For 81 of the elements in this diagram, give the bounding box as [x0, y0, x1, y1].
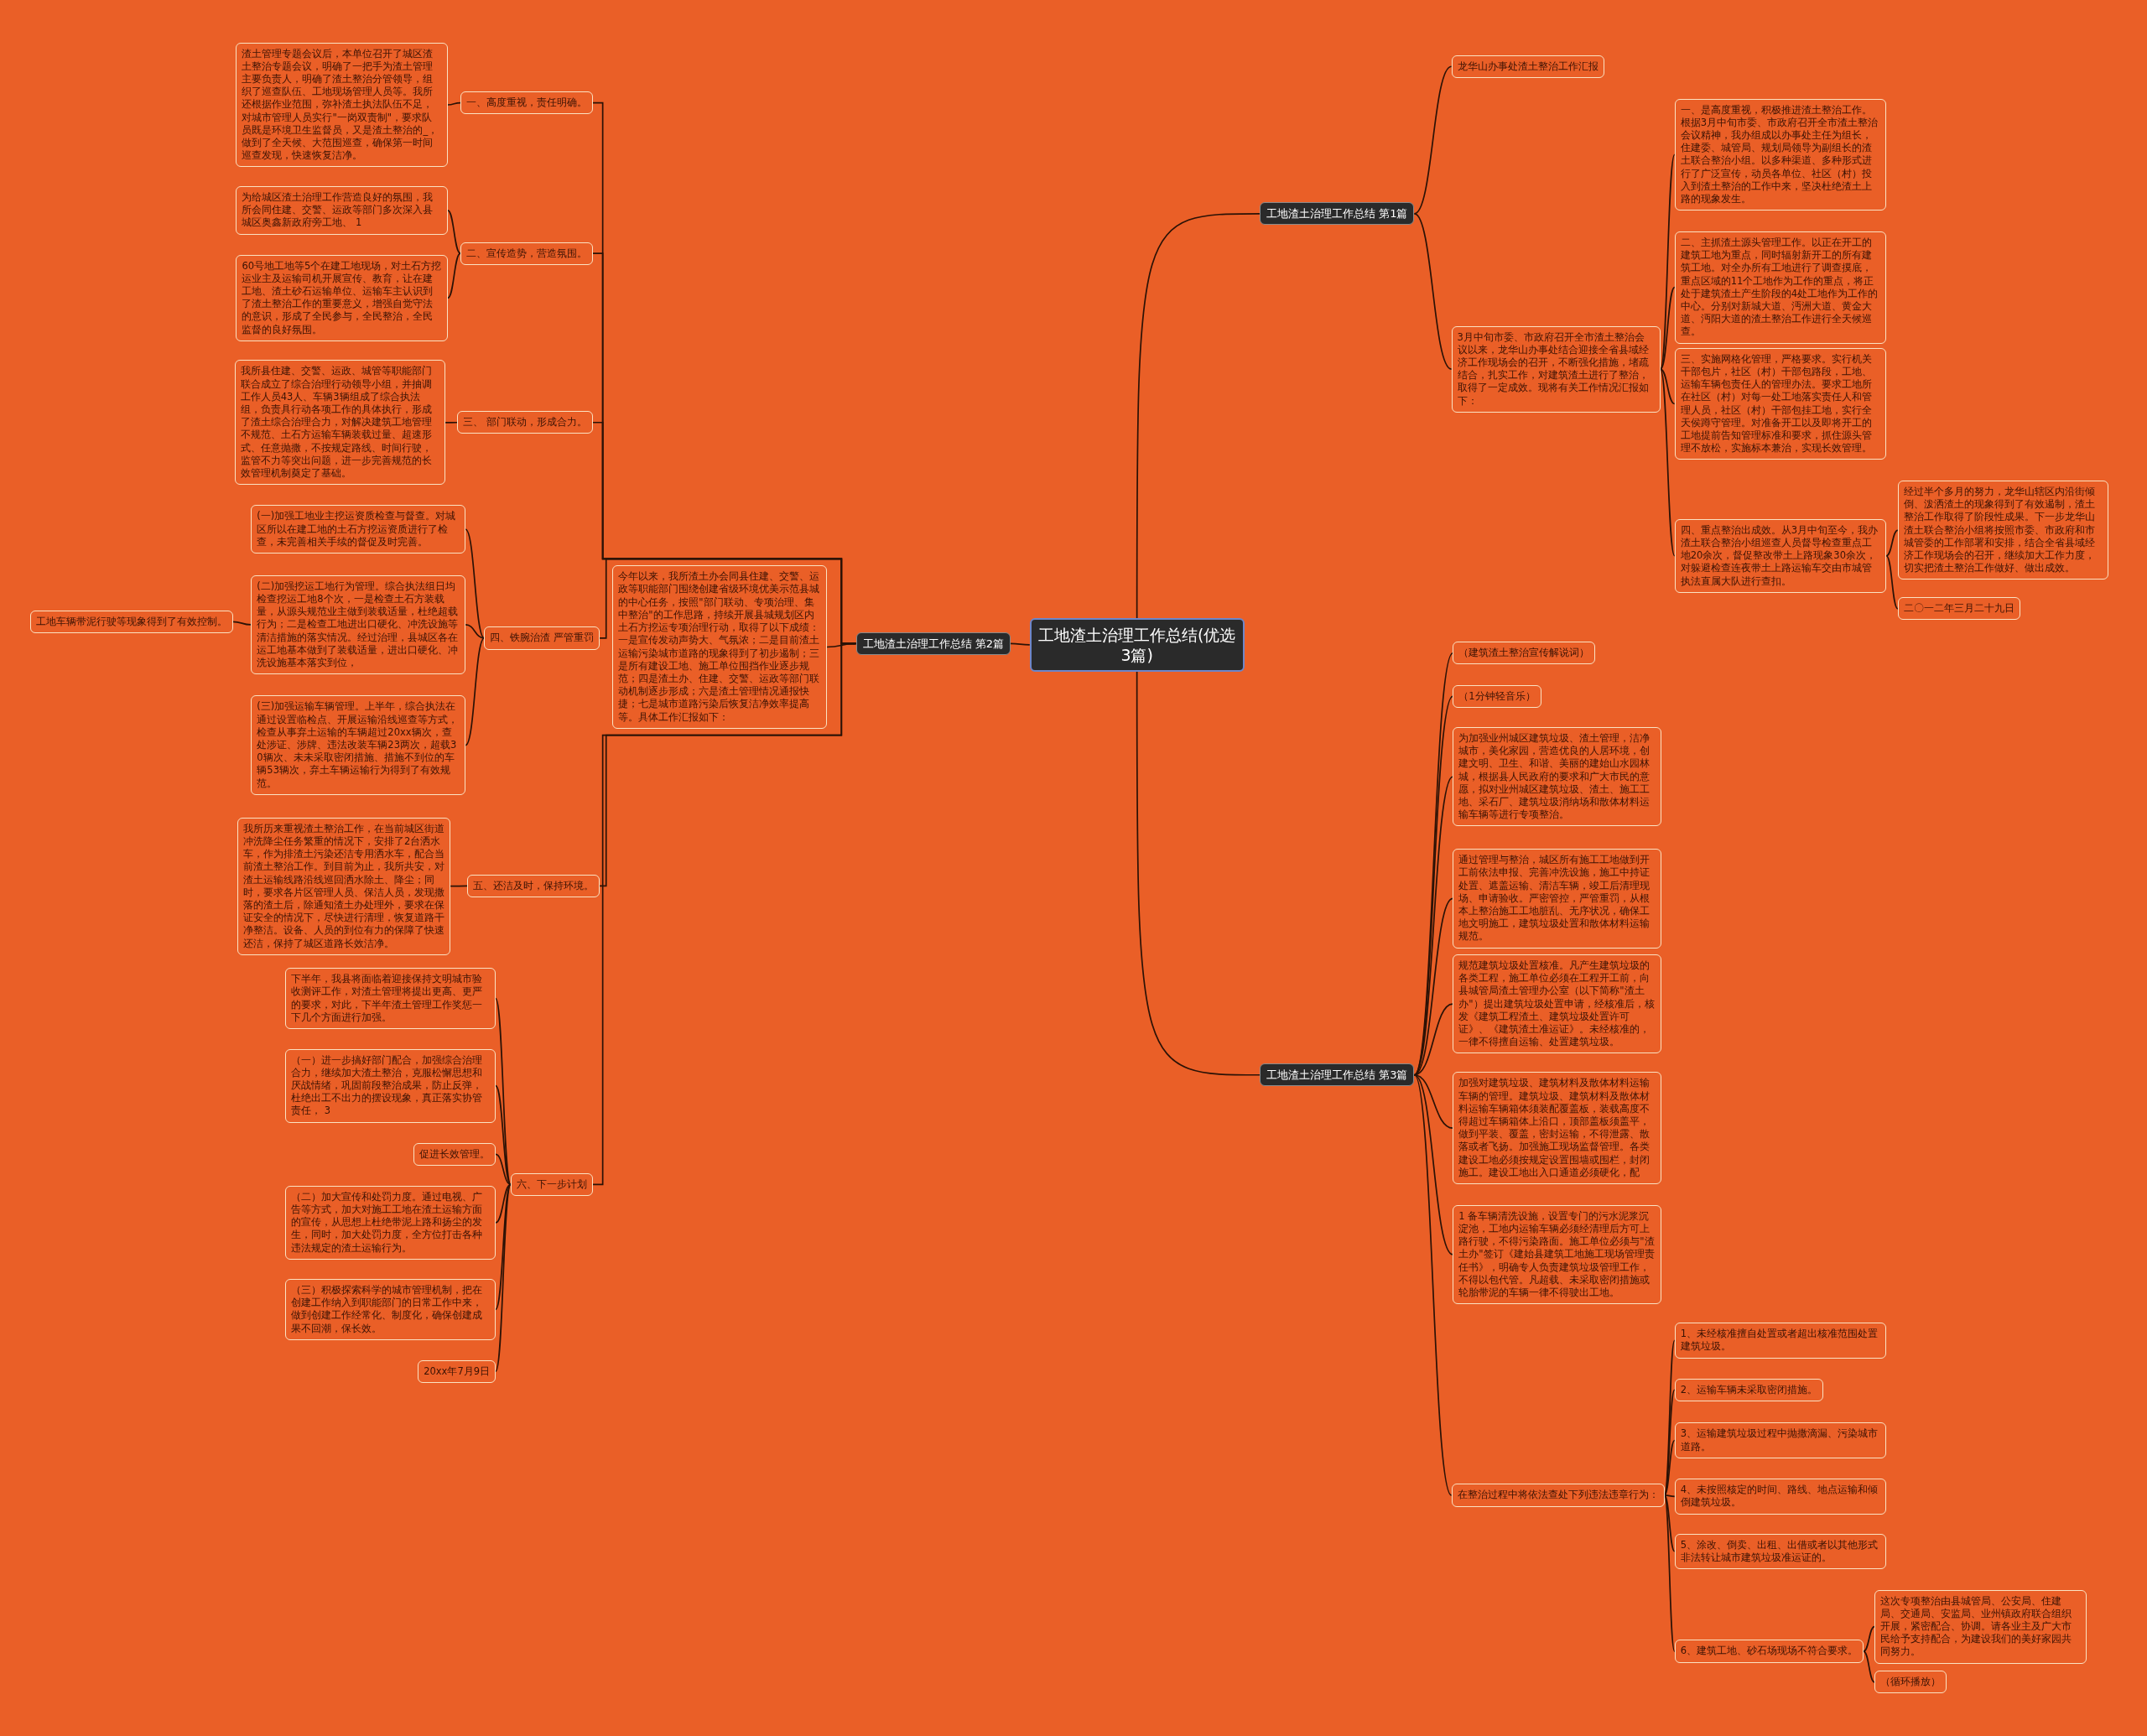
connector-line — [592, 642, 857, 1186]
text-node: 60号地工地等5个在建工地现场，对土石方挖运业主及运输司机开展宣传、教育，让在建工地、渣土砂石运输单位、运输车主认识到了渣土整治工作的重要意义，增强自觉守法的意识，形成了全民参与，全民整治，全民监督的良好氛围。 — [236, 254, 448, 341]
connector-line — [495, 1153, 512, 1186]
branch-topic: 工地渣土治理工作总结 第1篇 — [1260, 202, 1415, 226]
text-node: 二、主抓渣土源头管理工作。以正在开工的建筑工地为重点，同时辐射新开工的所有建筑工地。对全办所有工地进行了调查摸底，重点区域的11个工地作为工作的重点，将正处于建筑渣土产生阶段的4处工地作为工作的中心。分别对新城大道、沔洲大道、黄金大道、沔阳大道的渣土整治工作进行全天候巡查。 — [1674, 231, 1887, 344]
connector-line — [465, 637, 486, 746]
connector-line — [1660, 368, 1676, 405]
text-node: 四、重点整治出成效。从3月中旬至今，我办渣土联合整治小组巡查人员督导检查重点工地20余次，督促整改带土上路现象30余次，对躲避检查连夜带土上路运输车交由市城管执法直属大队进行查扣。 — [1674, 518, 1887, 593]
connector-line — [495, 1084, 512, 1186]
connector-line — [1660, 368, 1676, 557]
text-node: （二）加大宣传和处罚力度。通过电视、广告等方式，加大对施工工地在渣土运输方面的宣传，从思想上杜绝带泥上路和扬尘的发生，同时，加大处罚力度，全方位打击各种违法规定的渣土运输行为。 — [285, 1185, 496, 1260]
text-node: 促进长效管理。 — [413, 1142, 496, 1166]
connector-line — [1413, 212, 1453, 371]
connector-line — [1885, 554, 1899, 610]
text-node: (二)加强挖运工地行为管理。综合执法组日均检查挖运工地8个次，一是检查土石方装载量，从源头规范业主做到装载适量，杜绝超载行为；二是检查工地进出口硬化、冲洗设施等清洁措施的落实情况。经过治理，县城区各在运工地基本做到了装载适量，进出口硬化、冲洗设施基本落实到位， — [251, 574, 466, 675]
connector-line — [495, 1183, 512, 1224]
connector-line — [1863, 1650, 1875, 1683]
text-node: 一、高度重视，责任明确。 — [460, 91, 593, 115]
connector-line — [1136, 671, 1261, 1076]
text-node: 经过半个多月的努力，龙华山辖区内沿街倾倒、泼洒渣土的现象得到了有效遏制，渣土整治工作取得了阶段性成果。下一步龙华山渣土联合整治小组将按照市委、市政府和市城管委的工作部署和安排，结合全省县域经济工作现场会的召开，继续加大工作力度，切实把渣土整治工作做好、做出成效。 — [1897, 481, 2108, 580]
text-node: 规范建筑垃圾处置核准。凡产生建筑垃圾的各类工程，施工单位必须在工程开工前，向县城管局渣土管理办公室（以下简称"渣土办"）提出建筑垃圾处置申请，经核准后，核发《建筑工程渣土、建筑垃圾处置许可证》、《建筑渣土准运证》。未经核准的，一律不得擅自运输、处置建筑垃圾。 — [1453, 954, 1662, 1054]
connector-line — [1136, 212, 1261, 619]
connector-line — [447, 210, 461, 254]
text-node: 20xx年7月9日 — [418, 1359, 496, 1383]
text-node: 渣土管理专题会议后，本单位召开了城区渣土整治专题会议，明确了一把手为渣土管理主要负责人，明确了渣土整治分管领导，组织了巡查队伍、工地现场管理人员等。我所还根据作业范围，弥补渣土执法队伍不足，对城市管理人员实行"一岗双责制"，要求队员既是环境卫生监督员，又是渣土整治的_，做到了全天候、大范围巡查，确保第一时间巡查发现，快速恢复洁净。 — [236, 42, 448, 168]
text-node: 一、是高度重视，积极推进渣土整治工作。根据3月中旬市委、市政府召开全市渣土整治会议精神，我办组成以办事处主任为组长，住建委、城管局、规划局领导为副组长的渣土联合整治小组。以多种渠道、多种形式进行了广泛宣传，动员各单位、社区（村）投入到渣土整治的工作中来，坚决杜绝渣土上路的现象发生。 — [1674, 98, 1887, 211]
connector-line — [1663, 1494, 1676, 1498]
connector-line — [465, 624, 486, 639]
text-node: 我所历来重视渣土整治工作，在当前城区街道冲洗降尘任务繁重的情况下，安排了2台洒水车，作为排渣土污染还洁专用洒水车，配合当前渣土整治工作。到目前为止，我所共安，对渣土运输线路沿线巡回洒水除土、降尘；同时，要求各片区管理人员、保洁人员，发现撒落的渣土后，除通知渣土办处理外，要求在保证安全的情况下，尽快进行清理，恢复道路干净整洁。设备、人员的到位有力的保障了快速还洁，保持了城区道路长效洁净。 — [237, 817, 451, 955]
text-node: （循环播放） — [1874, 1671, 1947, 1694]
text-node: 工地车辆带泥行驶等现象得到了有效控制。 — [29, 610, 233, 633]
connector-line — [1413, 1073, 1453, 1496]
text-node: 今年以来，我所渣土办会同县住建、交警、运政等职能部门围绕创建省级环境优美示范县城的中心任务，按照"部门联动、专项治理、集中整治"的工作思路，持续开展县城规划区内土石方挖运专项治理行动，取得了以下成绩：一是宣传发动声势大、气氛浓；二是目前渣土运输污染城市道路的现象得到了初步遏制；三是所有建设工地、施工单位围挡作业逐步规范；四是渣土办、住建、交警、运政等部门联动机制逐步形成；六是渣土管理情况通报快捷；七是城市道路污染后恢复洁净效率提高等。具体工作汇报如下： — [612, 565, 828, 729]
text-node: 三、实施网格化管理，严格要求。实行机关干部包片，社区（村）干部包路段，工地、运输车辆包责任人的管理办法。要求工地所在社区（村）对每一处工地落实责任人和管理人员，社区（村）干部包挂工地，实行全天侯蹲守管理。对准备开工以及即将开工的工地提前告知管理标准和要求，抓住源头管理不放松，实施标本兼治，实现长效管理。 — [1674, 347, 1887, 460]
connector-line — [447, 101, 461, 106]
text-node: 五、还洁及时，保持环境。 — [467, 874, 600, 897]
text-node: (一)加强工地业主挖运资质检查与督查。对城区所以在建工地的土石方挖运资质进行了检查，未完善相关手续的督促及时完善。 — [251, 505, 466, 554]
connector-line — [231, 621, 252, 626]
connector-line — [450, 885, 468, 887]
text-node: (三)加强运输车辆管理。上半年，综合执法在通过设置临检点、开展运输沿线巡查等方式，检查从事弃土运输的车辆超过20xx辆次，查处涉证、涉牌、违法改装车辆23两次，超载30辆次、未未采取密闭措施、措施不到位的车辆53辆次，弃土车辆运输行为得到了有效规范。 — [251, 695, 466, 795]
connector-line — [1413, 1073, 1454, 1255]
text-node: 龙华山办事处渣土整治工作汇报 — [1451, 55, 1604, 78]
text-node: 3、运输建筑垃圾过程中抛撒滴漏、污染城市道路。 — [1674, 1422, 1887, 1458]
text-node: 我所县住建、交警、运政、城管等职能部门联合成立了综合治理行动领导小组，并抽调工作人员43人、车辆3辆组成了综合执法组，负责具行动各项工作的具体执行，形成了渣土综合治理合力，对解决建筑工地管理不规范、土石方运输车辆装载过量、超速形式、任意抛撒，不按规定路线、时间行驶，监管不力等突出问题，进一步完善规范的长效管理机制奠定了基础。 — [234, 360, 445, 486]
text-node: 2、运输车辆未采取密闭措施。 — [1674, 1378, 1824, 1401]
text-node: 为给城区渣土治理工作营造良好的氛围，我所会同住建、交警、运政等部门多次深入县城区奥鑫新政府旁工地、 1 — [236, 186, 448, 235]
connector-line — [1663, 1389, 1676, 1496]
text-node: 3月中旬市委、市政府召开全市渣土整治会议以来，龙华山办事处结合迎接全省县域经济工作现场会的召开，不断强化措施，堵疏结合，扎实工作，对建筑渣土进行了整治，取得了一定成效。现将有关工作情况汇报如下： — [1451, 325, 1661, 413]
branch-topic: 工地渣土治理工作总结 第2篇 — [855, 632, 1011, 656]
connector-line — [1660, 286, 1676, 371]
text-node: 下半年，我县将面临着迎接保持文明城市验收测评工作，对渣土管理将提出更高、更严的要求，对此，下半年渣土管理工作奖惩一下几个方面进行加强。 — [285, 968, 496, 1030]
text-node: （1分钟轻音乐） — [1453, 684, 1541, 708]
text-node: 在整治过程中将依法查处下列违法违章行为： — [1451, 1484, 1665, 1507]
connector-line — [444, 421, 459, 424]
text-node: 6、建筑工地、砂石场现场不符合要求。 — [1674, 1640, 1864, 1663]
connector-line — [447, 252, 461, 299]
text-node: 二〇一二年三月二十九日 — [1897, 597, 2020, 621]
connector-line — [465, 528, 486, 639]
text-node: 1 备车辆清洗设施，设置专门的污水泥浆沉淀池，工地内运输车辆必须经清理后方可上路行驶，不得污染路面。施工单位必须与"渣土办"签订《建始县建筑工地施工现场管理责任书》，明确专人负责建筑垃圾管理工作，不得以包代管。凡超载、未采取密闭措施或轮胎带泥的车辆一律不得驶出工地。 — [1453, 1204, 1662, 1305]
text-node: 加强对建筑垃圾、建筑材料及散体材料运输车辆的管理。建筑垃圾、建筑材料及散体材料运输车辆箱体须装配覆盖板，装载高度不得超过车辆箱体上沿口，顶部盖板须盖平，做到平装、覆盖，密封运输，不得泄露、散落或者飞扬。加强施工现场监督管理。各类建设工地必须按规定设置围墙或围栏，封闭施工。建设工地出入口通道必须硬化，配 — [1453, 1072, 1662, 1184]
text-node: 4、未按照核定的时间、路线、地点运输和倾倒建筑垃圾。 — [1674, 1479, 1887, 1515]
text-node: 四、铁腕治渣 严管重罚 — [484, 626, 600, 650]
text-node: 1、未经核准擅自处置或者超出核准范围处置建筑垃圾。 — [1674, 1323, 1887, 1359]
text-node: （一）进一步搞好部门配合，加强综合治理合力，继续加大渣土整治，克服松懈思想和厌战情绪，巩固前段整治成果，防止反弹，杜绝出工不出力的摆设现象，真正落实协管责任， 3 — [285, 1048, 496, 1123]
connector-line — [1413, 65, 1453, 215]
connector-line — [1663, 1439, 1676, 1496]
branch-topic: 工地渣土治理工作总结 第3篇 — [1260, 1063, 1415, 1087]
text-node: 通过管理与整治，城区所有施工工地做到开工前依法申报、完善冲洗设施，施工中持证处置、遮盖运输、清洁车辆，竣工后清理现场、申请验收。严密管控，严管重罚，从根本上整治施工工地脏乱、无序状况，确保工地文明施工，建筑垃圾处置和散体材料运输规范。 — [1453, 849, 1662, 949]
connector-line — [1663, 1494, 1676, 1552]
connector-line — [1863, 1625, 1875, 1652]
text-node: （三）积极探索科学的城市管理机制，把在创建工作纳入到职能部门的日常工作中来，做到创建工作经常化、制度化，确保创建成果不回潮，保长效。 — [285, 1278, 496, 1340]
text-node: 六、下一步计划 — [510, 1172, 593, 1196]
text-node: 二、宣传造势，营造氛围。 — [460, 242, 593, 265]
text-node: 为加强业州城区建筑垃圾、渣土管理，洁净城市，美化家园，营造优良的人居环境，创建文明、卫生、和谐、美丽的建始山水园林城，根据县人民政府的要求和广大市民的意愿，拟对业州城区建筑垃圾、渣土、施工工地、采石厂、建筑垃圾消纳场和散体材料运输车辆等进行专项整治。 — [1453, 726, 1662, 827]
text-node: 5、涂改、倒卖、出租、出借或者以其他形式非法转让城市建筑垃圾准运证的。 — [1674, 1533, 1887, 1569]
connector-line — [1010, 642, 1031, 646]
connector-line — [1885, 529, 1899, 557]
text-node: 三、 部门联动，形成合力。 — [457, 411, 593, 434]
central-topic: 工地渣土治理工作总结(优选3篇) — [1029, 617, 1245, 672]
text-node: （建筑渣土整治宣传解说词） — [1453, 642, 1596, 665]
text-node: 这次专项整治由县城管局、公安局、住建局、交通局、安监局、业州镇政府联合组织开展，紧密配合、协调。请各业主及广大市民给予支持配合，为建设我们的美好家园共同努力。 — [1874, 1589, 2087, 1664]
